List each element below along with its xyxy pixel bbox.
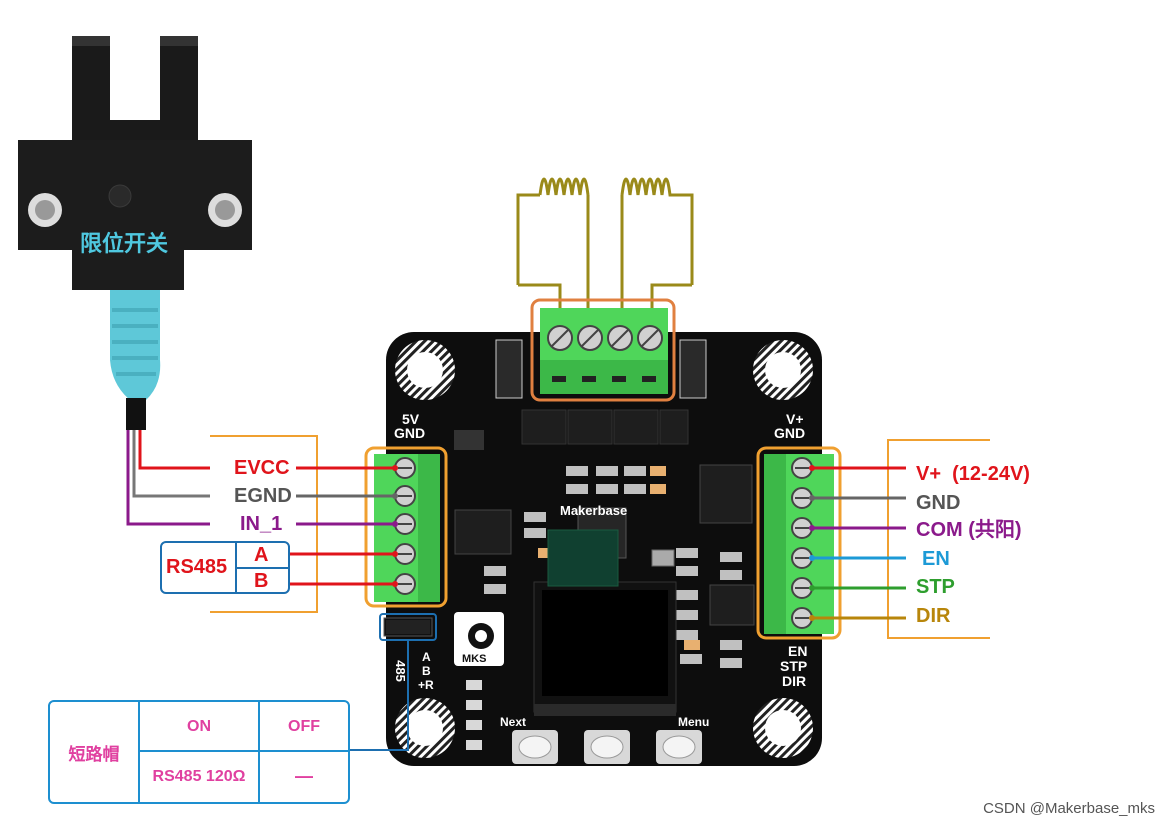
right-terminal xyxy=(756,446,842,640)
silk-vplus: V+ xyxy=(786,411,804,427)
next-button-label: Next xyxy=(500,715,527,729)
silk-gnd-right: GND xyxy=(774,425,806,441)
silk-b: B xyxy=(422,664,431,678)
pin-label-b: B xyxy=(254,570,269,592)
jumper-table-on-value: RS485 120Ω xyxy=(152,768,246,785)
right-bracket xyxy=(887,439,990,639)
mks-logo-text: MKS xyxy=(462,653,487,665)
pin-label-com: COM (共阳) xyxy=(916,519,1022,541)
motor-terminal xyxy=(530,298,676,402)
pin-label-egnd: EGND xyxy=(234,485,292,507)
limit-switch-sensor xyxy=(18,36,252,290)
silk-gnd-left: GND xyxy=(394,425,426,441)
pin-label-rs485: RS485 xyxy=(166,556,228,578)
pin-label-in1: IN_1 xyxy=(240,513,283,535)
silk-dir: DIR xyxy=(782,673,807,689)
pin-label-a: A xyxy=(254,544,269,566)
jumper-table: 短路帽 ON OFF RS485 120Ω — xyxy=(48,700,350,804)
sensor-label: 限位开关 xyxy=(80,231,169,256)
rs485-group xyxy=(160,541,290,594)
jumper-connector xyxy=(350,613,437,751)
watermark: CSDN @Makerbase_mks xyxy=(983,800,1155,817)
silk-a: A xyxy=(422,650,431,664)
pin-label-dir: DIR xyxy=(916,605,951,627)
pcb-board xyxy=(383,332,822,766)
left-wires xyxy=(290,465,398,587)
silk-en: EN xyxy=(788,643,808,659)
sensor-cable xyxy=(110,290,210,526)
menu-button-label: Menu xyxy=(678,715,710,729)
silk-r: +R xyxy=(418,678,434,692)
pin-label-vplus: V+ (12-24V) xyxy=(916,463,1030,485)
right-wires xyxy=(809,465,906,621)
silk-5v: 5V xyxy=(402,411,420,427)
silk-stp: STP xyxy=(780,658,808,674)
jumper-table-off-value: — xyxy=(295,766,313,786)
brand-label: Makerbase xyxy=(560,503,628,518)
jumper-table-on-header: ON xyxy=(187,718,211,735)
pin-label-gnd: GND xyxy=(916,492,961,514)
pin-label-en: EN xyxy=(922,548,950,570)
jumper-table-row-header: 短路帽 xyxy=(68,745,120,764)
pin-label-stp: STP xyxy=(916,576,955,598)
pin-label-evcc: EVCC xyxy=(234,457,290,479)
silk-485: 485 xyxy=(392,660,408,682)
left-terminal xyxy=(364,446,448,608)
jumper-table-off-header: OFF xyxy=(288,718,320,735)
